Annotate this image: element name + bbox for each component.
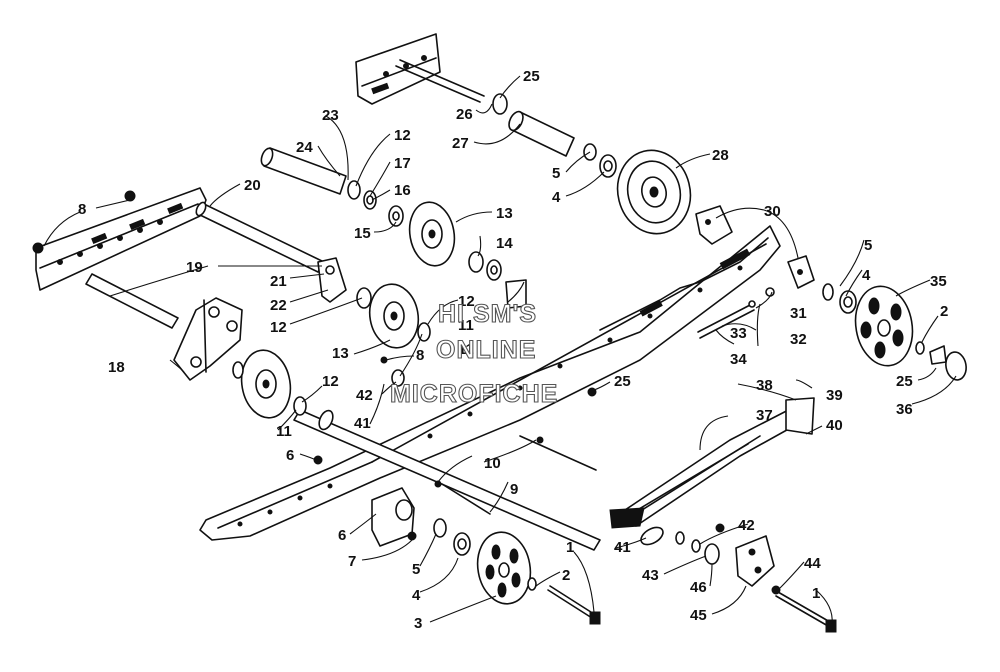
- disc-13-middle: [368, 283, 420, 349]
- left-rail-front-section: [35, 187, 207, 291]
- scraper-arm-37: [609, 397, 815, 529]
- idler-wheel-top-28: [616, 149, 692, 235]
- callout: 12: [270, 319, 287, 336]
- wheel-35: [854, 285, 914, 367]
- callout: 21: [270, 273, 287, 290]
- callout: 12: [322, 373, 339, 390]
- leader-lines: [43, 75, 957, 625]
- callout: 17: [394, 155, 411, 172]
- callout: 12: [394, 127, 411, 144]
- callout: 45: [690, 607, 707, 624]
- callout: 25: [614, 373, 631, 390]
- callout: 1: [566, 539, 574, 556]
- shaft-23: [260, 147, 347, 195]
- callout: 5: [552, 165, 560, 182]
- bearings-and-washers: [232, 93, 925, 591]
- spacer-tube-27: [508, 110, 575, 157]
- callout: 11: [458, 317, 474, 334]
- main-slide-rail: [199, 225, 781, 541]
- wheel-3: [476, 531, 532, 605]
- wheel-cap-36: [929, 345, 967, 381]
- callout: 20: [244, 177, 261, 194]
- callout: 39: [826, 387, 843, 404]
- callout: 8: [78, 201, 86, 218]
- mount-block-6: [371, 487, 415, 547]
- callout: 22: [270, 297, 287, 314]
- watermark-line-3: MICROFICHE: [390, 380, 558, 408]
- callout: 3: [414, 615, 422, 632]
- callout: 32: [790, 331, 807, 348]
- callout: 46: [690, 579, 707, 596]
- callout: 13: [332, 345, 349, 362]
- callout-numbers: 25 26 27 23 24 12 17 16 15 5 4 28 20 8 1…: [78, 68, 948, 632]
- callout: 1: [812, 585, 820, 602]
- callout: 38: [756, 377, 773, 394]
- callout: 9: [510, 481, 518, 498]
- disc-lower-left: [240, 349, 292, 419]
- arm-bracket-21-22: [317, 257, 347, 303]
- callout: 16: [394, 182, 411, 199]
- callout: 27: [452, 135, 469, 152]
- callout: 15: [354, 225, 371, 242]
- callout: 31: [790, 305, 807, 322]
- callout: 44: [804, 555, 821, 572]
- callout: 43: [642, 567, 659, 584]
- callout: 28: [712, 147, 729, 164]
- callout: 4: [862, 267, 871, 284]
- bolt-33-34: [697, 287, 775, 339]
- callout: 42: [738, 517, 755, 534]
- nuts-small: [32, 190, 781, 595]
- callout: 33: [730, 325, 747, 342]
- callout: 6: [286, 447, 294, 464]
- watermark-line-2: ONLINE: [436, 336, 536, 364]
- callout: 42: [356, 387, 373, 404]
- callout: 19: [186, 259, 203, 276]
- callout: 41: [614, 539, 631, 556]
- callout: 12: [458, 293, 475, 310]
- callout: 26: [456, 106, 473, 123]
- callout: 34: [730, 351, 747, 368]
- callout: 2: [562, 567, 570, 584]
- watermark: HI SM'S ONLINE MICROFICHE: [389, 299, 558, 408]
- clip-plate-45: [735, 535, 775, 587]
- callout: 25: [523, 68, 540, 85]
- callout: 35: [930, 273, 947, 290]
- upper-rear-shaft: [395, 59, 485, 103]
- callout: 4: [412, 587, 421, 604]
- pivot-bracket-18: [173, 297, 243, 381]
- callout: 11: [276, 423, 292, 440]
- callout: 7: [348, 553, 356, 570]
- callout: 30: [764, 203, 781, 220]
- left-rail-rear-bracket: [355, 33, 441, 105]
- disc-13-upper: [408, 201, 456, 267]
- callout: 40: [826, 417, 843, 434]
- bolts-1: [547, 585, 837, 633]
- callout: 2: [940, 303, 948, 320]
- watermark-line-1: HI SM'S: [438, 300, 537, 328]
- callout: 23: [322, 107, 339, 124]
- callout: 14: [496, 235, 513, 252]
- front-shaft-19: [85, 273, 179, 329]
- callout: 5: [864, 237, 872, 254]
- callout: 41: [354, 415, 371, 432]
- callout: 10: [484, 455, 501, 472]
- callout: 8: [416, 347, 424, 364]
- rear-axle-20: [195, 201, 325, 273]
- long-bolt-9: [441, 435, 597, 515]
- clip-43-41: [640, 526, 701, 553]
- callout: 36: [896, 401, 913, 418]
- callout: 4: [552, 189, 561, 206]
- callout: 18: [108, 359, 125, 376]
- pivot-block-30: [695, 205, 815, 289]
- callout: 24: [296, 139, 313, 156]
- callout: 37: [756, 407, 773, 424]
- callout: 25: [896, 373, 913, 390]
- callout: 5: [412, 561, 420, 578]
- callout: 11: [458, 341, 474, 358]
- callout: 13: [496, 205, 513, 222]
- callout: 6: [338, 527, 346, 544]
